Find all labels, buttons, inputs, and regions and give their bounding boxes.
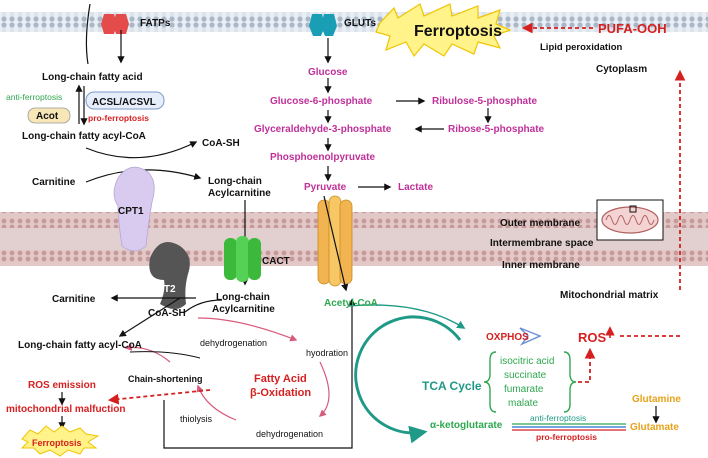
label-acsl: ACSL/ACSVL	[92, 97, 156, 108]
label-outer-membrane: Outer membrane	[500, 218, 580, 229]
label-long-chain-1: Long-chain	[208, 176, 262, 187]
label-ribose5p: Ribose-5-phosphate	[448, 124, 545, 135]
ferroptosis-burst-top	[375, 3, 512, 58]
inner-mito-membrane	[0, 250, 708, 266]
label-alpha-ketoglutarate: α-ketoglutarate	[430, 420, 503, 431]
label-carnitine-1: Carnitine	[32, 177, 76, 188]
label-dehydrogenation-1: dehydrogenation	[200, 338, 267, 348]
label-glucose: Glucose	[308, 67, 348, 78]
label-tca-cycle: TCA Cycle	[422, 379, 482, 393]
label-isocitric-acid: isocitric acid	[500, 356, 554, 367]
label-acylcarnitine-1: Acylcarnitine	[208, 188, 271, 199]
label-pyruvate: Pyruvate	[304, 182, 347, 193]
label-acetyl-coa: Acetyl-CoA	[324, 298, 378, 309]
label-ros-emission: ROS emission	[28, 380, 96, 391]
glut-transporter	[309, 14, 337, 36]
cpt1-protein	[113, 166, 155, 252]
label-beta-oxidation: β-Oxidation	[250, 387, 311, 399]
label-hyodration: hyodration	[306, 348, 348, 358]
label-lactate: Lactate	[398, 182, 433, 193]
cact-protein	[224, 236, 261, 282]
label-anti-ferroptosis-2: anti-ferroptosis	[530, 413, 586, 423]
label-ga3p: Glyceraldehyde-3-phosphate	[254, 124, 392, 135]
label-pro-ferroptosis-1: pro-ferroptosis	[88, 113, 149, 123]
label-gluts: GLUTs	[344, 18, 376, 29]
label-long-chain-fatty-acyl-coa-1: Long-chain fatty acyl-CoA	[22, 131, 146, 142]
ferroptosis-burst-bottom	[20, 425, 100, 457]
label-cytoplasm: Cytoplasm	[596, 64, 647, 75]
label-acot: Acot	[36, 111, 59, 122]
label-lipid-peroxidation: Lipid peroxidation	[540, 42, 623, 53]
label-anti-ferroptosis-1: anti-ferroptosis	[6, 92, 62, 102]
label-pep: Phosphoenolpyruvate	[270, 152, 375, 163]
label-mitochondrial-matrix: Mitochondrial matrix	[560, 290, 659, 301]
label-ferroptosis-top: Ferroptosis	[414, 23, 502, 40]
label-cact: CACT	[262, 256, 290, 267]
label-ribulose5p: Ribulose-5-phosphate	[432, 96, 537, 107]
label-coa-sh-1: CoA-SH	[202, 138, 240, 149]
label-thiolysis: thiolysis	[180, 414, 213, 424]
acsl-box	[85, 91, 165, 110]
label-pufa-ooh: PUFA-OOH	[598, 21, 667, 36]
label-succinate: succinate	[504, 370, 547, 381]
label-oxphos: OXPHOS	[486, 332, 529, 343]
mitochondrion-icon	[596, 199, 664, 241]
label-acylcarnitine-2: Acylcarnitine	[212, 304, 275, 315]
label-cpt1: CPT1	[118, 206, 144, 217]
label-cpt2: CPT2	[150, 284, 176, 295]
label-mito-malfuction: mitochondrial malfuction	[6, 404, 125, 415]
label-long-chain-fatty-acid: Long-chain fatty acid	[42, 72, 143, 83]
label-glutamate: Glutamate	[630, 422, 679, 433]
label-dehydrogenation-2: dehydrogenation	[256, 429, 323, 439]
label-pro-ferroptosis-2: pro-ferroptosis	[536, 432, 597, 442]
label-inner-membrane: Inner membrane	[502, 260, 580, 271]
outer-mito-membrane	[0, 212, 708, 228]
label-chain-shortening: Chain-shortening	[128, 374, 203, 384]
label-fatty-acid: Fatty Acid	[254, 373, 307, 385]
label-glutamine: Glutamine	[632, 394, 681, 405]
label-long-chain-fatty-acyl-coa-2: Long-chain fatty acyl-CoA	[18, 340, 142, 351]
label-malate: malate	[508, 398, 538, 409]
label-ferroptosis-bottom: Ferroptosis	[32, 438, 82, 448]
label-long-chain-2: Long-chain	[216, 292, 270, 303]
label-fumarate: fumarate	[504, 384, 544, 395]
label-carnitine-2: Carnitine	[52, 294, 96, 305]
label-g6p: Glucose-6-phosphate	[270, 96, 373, 107]
label-intermembrane-space: Intermembrane space	[490, 238, 594, 249]
cpt2-protein	[149, 242, 190, 309]
pyruvate-carrier	[317, 195, 353, 287]
label-ros: ROS	[578, 330, 607, 345]
fatp-transporter	[101, 14, 129, 34]
acot-box	[27, 107, 71, 124]
label-coa-sh-2: CoA-SH	[148, 308, 186, 319]
label-fatps: FATPs	[140, 18, 171, 29]
